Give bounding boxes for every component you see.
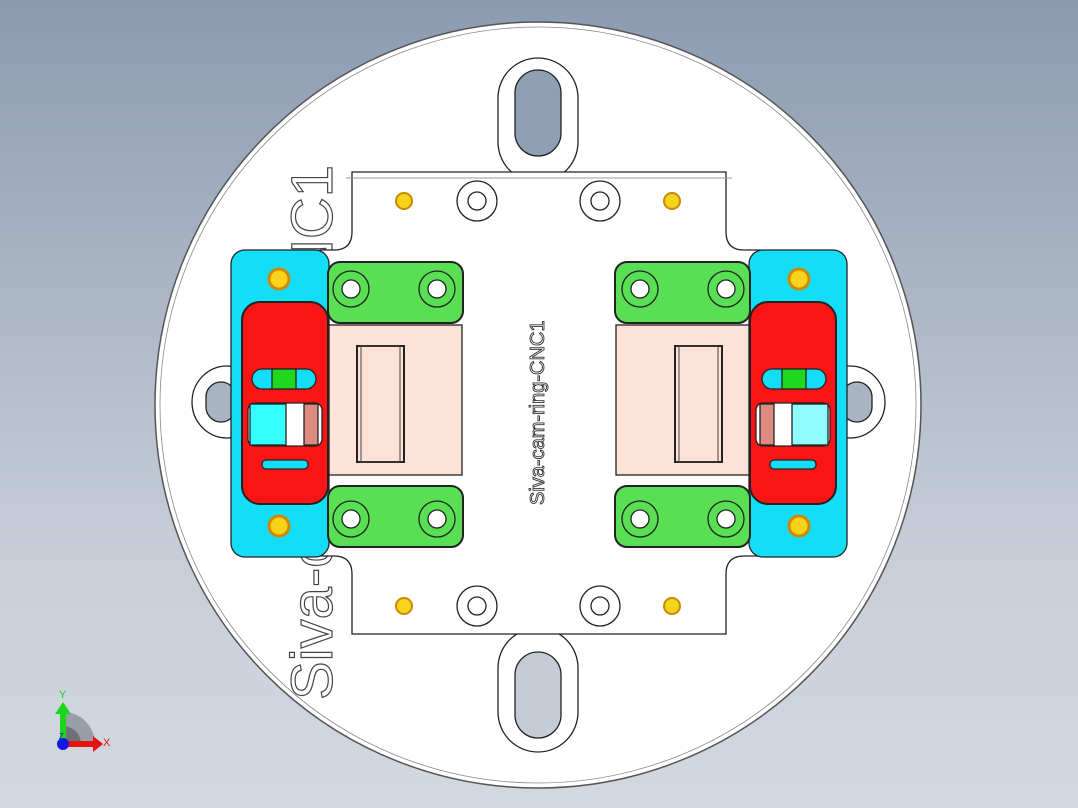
plate-dowels (395, 192, 681, 615)
bracket-top-left (327, 261, 464, 324)
clamp-right[interactable] (614, 249, 848, 558)
z-axis-label: Z (59, 732, 64, 741)
clamp-left[interactable] (230, 249, 464, 558)
axis-triad: Y X Z (55, 689, 111, 752)
bracket-bottom-left (327, 485, 464, 548)
x-axis-label: X (103, 737, 111, 749)
plate-bolt-holes (456, 180, 621, 627)
disc-chamfer (159, 26, 917, 784)
y-axis-label: Y (59, 689, 67, 701)
center-engraving: Siva-cam-ring-CNC1 (527, 321, 549, 505)
bracket-top-right (614, 261, 751, 324)
x-axis-arrow (63, 741, 95, 747)
z-axis-dot (57, 738, 69, 750)
y-axis-arrow (60, 712, 66, 744)
bracket-bottom-right (614, 485, 751, 548)
slot-bottom (497, 627, 579, 753)
slot-top (497, 57, 579, 183)
